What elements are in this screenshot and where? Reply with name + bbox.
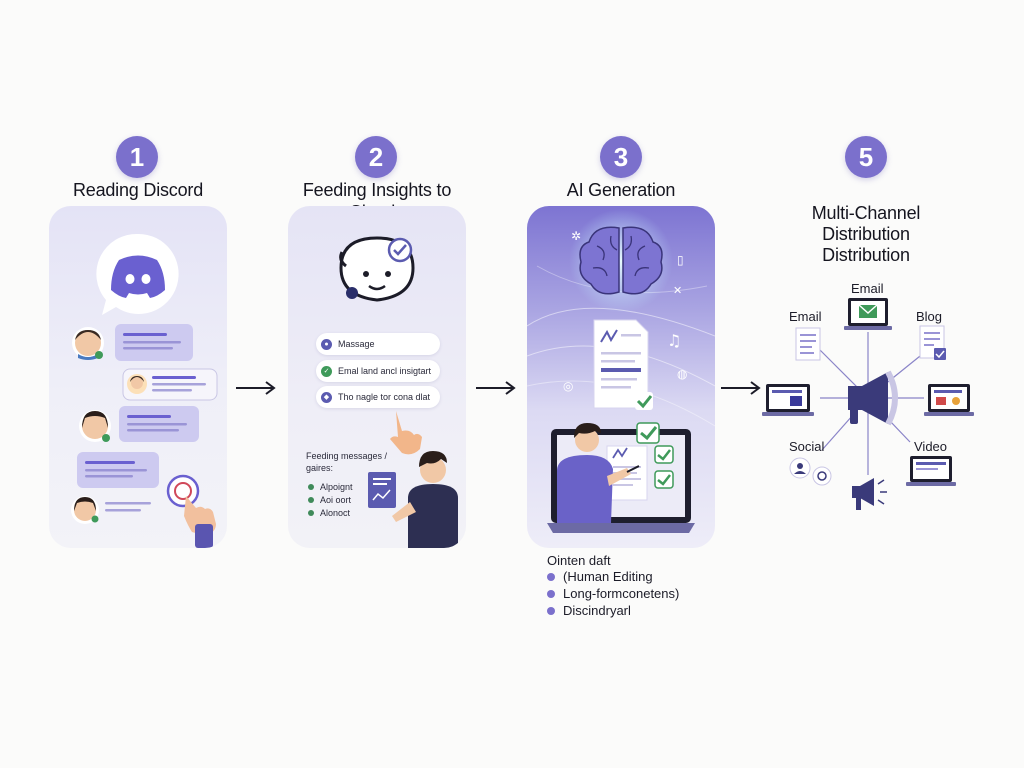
step1-illustration [71,233,218,548]
check-icon [387,237,413,263]
note-pill: ◆ Tho nagle tor cona dlat [316,386,440,408]
draft-item: (Human Editing [547,569,653,584]
feeding-item: Alpoignt [308,482,353,492]
arrow-right-icon [236,381,276,395]
arrow-right-icon [476,381,516,395]
draft-item-label: (Human Editing [563,569,653,584]
person-illustration [392,451,458,548]
step-title-2-line1: Feeding Insights to [302,180,452,200]
svg-text:✕: ✕ [673,284,682,297]
message-pill-label: Massage [338,339,375,349]
megaphone-icon [852,478,887,510]
feeding-item-label: Alpoignt [320,482,353,492]
document-icon [593,319,649,409]
svg-text:✲: ✲ [571,229,581,243]
bullet-icon [308,497,314,503]
document-icon [795,327,821,361]
feeding-label: Feeding messages / gaires: [306,450,387,474]
bullet-icon [547,589,555,598]
check-icon [635,392,653,410]
step3-card: ✲ ▯ ✕ ♫ ◎ ◍ [527,206,715,548]
avatar [72,327,104,360]
feeding-item: Alonoct [308,508,350,518]
channel-blog: Blog [916,309,943,324]
channel-social: Social [789,439,825,454]
draft-label: Ointen daft [547,553,611,568]
bullet-icon [308,510,314,516]
laptop-icon [906,456,956,486]
svg-text:♫: ♫ [667,331,681,350]
message-pill: ● Massage [316,333,440,355]
step-title-3: AI Generation [566,180,676,200]
step-number-1: 1 [116,136,158,178]
channel-email-left: Email [789,309,822,324]
step-title-5: Multi-Channel Distribution Distribution [780,203,952,266]
check-icon [636,422,674,489]
channel-email-top: Email [851,281,884,296]
channel-video: Video [914,439,948,454]
distribution-hub [762,298,974,510]
draft-item: Discindryarl [547,603,631,618]
megaphone-icon [848,370,898,426]
feeding-label-line1: Feeding messages / [306,451,388,461]
note-pill-label: Tho nagle tor cona dlat [338,392,431,402]
step-title-5-line1: Multi-Channel [811,203,921,223]
feeding-label-line2: gaires: [306,463,334,473]
insight-pill: ✓ Emal land ancl insigtart [316,360,440,382]
feeding-item-label: Alonoct [320,508,351,518]
brain-icon [579,226,663,295]
laptop-icon [762,384,814,416]
feeding-item: Aoi oort [308,495,351,505]
social-icon [789,457,832,486]
bullet-icon [547,606,555,615]
svg-text:◍: ◍ [677,367,688,381]
svg-text:▯: ▯ [677,253,684,267]
draft-item-label: Discindryarl [563,603,631,618]
step-title-5-line2: Distribution [822,224,910,244]
laptop-icon [924,384,974,416]
person-illustration [557,423,640,523]
arrow-right-icon [721,381,761,395]
step2-illustration [339,236,458,548]
chat-icon: ● [321,338,332,350]
step1-card [49,206,227,548]
draft-item: Long-formconetens) [547,586,679,601]
step-number-3: 3 [600,136,642,178]
insight-pill-label: Emal land ancl insigtart [338,366,432,376]
bullet-icon [308,484,314,490]
discord-logo-icon [96,233,179,315]
feeding-item-label: Aoi oort [320,495,352,505]
check-icon: ✓ [321,365,332,377]
step-title-5-line3: Distribution [822,245,910,265]
step3-illustration: ✲ ▯ ✕ ♫ ◎ ◍ [527,209,715,533]
svg-text:◎: ◎ [563,379,573,393]
step-number-2: 2 [355,136,397,178]
draft-item-label: Long-formconetens) [563,586,680,601]
laptop-icon [844,298,892,330]
pin-icon: ◆ [321,391,332,403]
document-icon [919,325,946,360]
bullet-icon [547,572,555,581]
document-icon [368,472,396,508]
step-number-5: 5 [845,136,887,178]
step-title-1: Reading Discord [72,180,204,200]
